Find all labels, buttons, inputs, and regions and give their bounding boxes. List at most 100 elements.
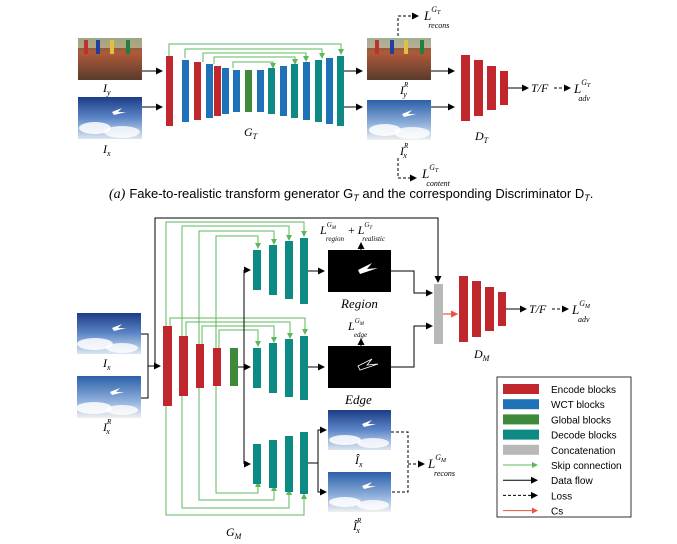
- global-block: [245, 70, 252, 112]
- legend-label: Concatenation: [551, 446, 616, 457]
- legend-label: Skip connection: [551, 461, 622, 472]
- caption-b-clip: [142, 540, 522, 544]
- panel-a-discriminator-label: DT: [474, 129, 489, 145]
- wct-block: [182, 60, 189, 122]
- panel-b-generator-label: GM: [226, 525, 243, 541]
- panel-a-output-crowd-image: [367, 38, 431, 80]
- panel-a-input-bottom-label: Ix: [102, 142, 111, 158]
- encode-block: [163, 326, 172, 406]
- encode-block: [487, 66, 496, 110]
- data-flow-arrow: [308, 426, 327, 464]
- loss-bracket: [391, 431, 409, 493]
- panel-b-skip-connections: [165, 221, 308, 516]
- legend-swatch: [503, 414, 539, 425]
- decode-block: [285, 436, 293, 492]
- panel-b-edge-mask-image: [328, 346, 391, 388]
- global-block: [230, 348, 238, 386]
- decode-block: [291, 64, 298, 118]
- decode-block: [269, 440, 277, 488]
- legend-item-wct-blocks: WCT blocks: [503, 399, 605, 411]
- data-flow-arrow: [391, 270, 433, 297]
- encode-block: [179, 336, 188, 396]
- wct-block: [303, 62, 310, 120]
- wct-block: [280, 66, 287, 116]
- wct-block: [326, 58, 333, 124]
- decode-block: [269, 245, 277, 295]
- encode-block: [196, 344, 204, 388]
- encode-block: [459, 276, 468, 342]
- data-flow-arrow: [391, 322, 433, 368]
- panel-b-input-top-label: Ix: [102, 356, 111, 372]
- decode-block: [253, 444, 261, 484]
- legend-item-data-flow: Data flow: [503, 476, 593, 487]
- panel-b-recons-decoder: [253, 432, 308, 494]
- panel-b-edge-label: Edge: [344, 392, 372, 407]
- decode-block: [300, 336, 308, 400]
- legend-label: Loss: [551, 491, 572, 502]
- panel-a-generator: [166, 56, 344, 126]
- legend-label: Data flow: [551, 476, 593, 487]
- decode-block: [337, 56, 344, 126]
- panel-b-tf-label: T/F: [529, 302, 547, 316]
- panel-b-input-sky-realistic-image: [76, 376, 141, 418]
- panel-b-output-hat-x-image: [328, 410, 391, 450]
- legend-item-concatenation: Concatenation: [503, 444, 616, 457]
- decode-block: [269, 343, 277, 393]
- legend-swatch: [503, 429, 539, 440]
- encode-block: [214, 66, 221, 116]
- decode-block: [253, 348, 261, 388]
- panel-a-input-top-label: Iy: [102, 81, 111, 97]
- legend-item-decode-blocks: Decode blocks: [503, 429, 617, 442]
- legend-label: Decode blocks: [551, 431, 617, 442]
- data-flow-arrow: [154, 217, 442, 366]
- encode-block: [474, 60, 483, 116]
- panel-b-region-decoder: [253, 238, 308, 304]
- panel-b-output-hat-x-label: Îx: [354, 453, 363, 469]
- panel-a-output-sky-image: [367, 100, 431, 140]
- data-flow-arrow: [317, 463, 327, 496]
- decode-block: [315, 60, 322, 122]
- decode-block: [285, 241, 293, 299]
- legend-swatch: [503, 399, 539, 410]
- encode-block: [461, 55, 470, 121]
- panel-a-input-sky-image: [78, 97, 142, 139]
- caption-a: (a)Fake-to-realistic transform generator…: [109, 186, 593, 203]
- encode-block: [472, 281, 481, 337]
- legend-swatch: [503, 384, 539, 394]
- legend-swatch: [503, 444, 539, 455]
- decode-block: [268, 68, 275, 114]
- legend-label: WCT blocks: [551, 400, 605, 411]
- data-flow-arrow: [141, 333, 149, 399]
- panel-a-discriminator: [461, 55, 508, 121]
- encode-block: [166, 56, 173, 126]
- panel-a-tf-label: T/F: [531, 81, 549, 95]
- decode-block: [300, 432, 308, 494]
- legend-item-cs: Cs: [503, 507, 563, 518]
- wct-block: [233, 70, 240, 112]
- panel-a-input-crowd-image: [78, 38, 142, 80]
- panel-a-generator-label: GT: [244, 125, 258, 141]
- panel-b-output-hat-xr-image: [328, 472, 391, 512]
- panel-b-edge-decoder: [253, 336, 308, 400]
- legend-item-encode-blocks: Encode blocks: [503, 384, 616, 396]
- loss-arrow: [397, 12, 419, 36]
- panel-b-discriminator: [459, 276, 506, 342]
- loss-arrow: [397, 158, 417, 182]
- concatenation-block: [434, 284, 443, 344]
- panel-b-input-sky-image: [77, 313, 141, 354]
- panel-b-region-mask-image: [328, 250, 391, 292]
- encode-block: [498, 292, 506, 326]
- encode-block: [213, 348, 221, 386]
- encode-block: [500, 71, 508, 105]
- legend-label: Cs: [551, 507, 563, 518]
